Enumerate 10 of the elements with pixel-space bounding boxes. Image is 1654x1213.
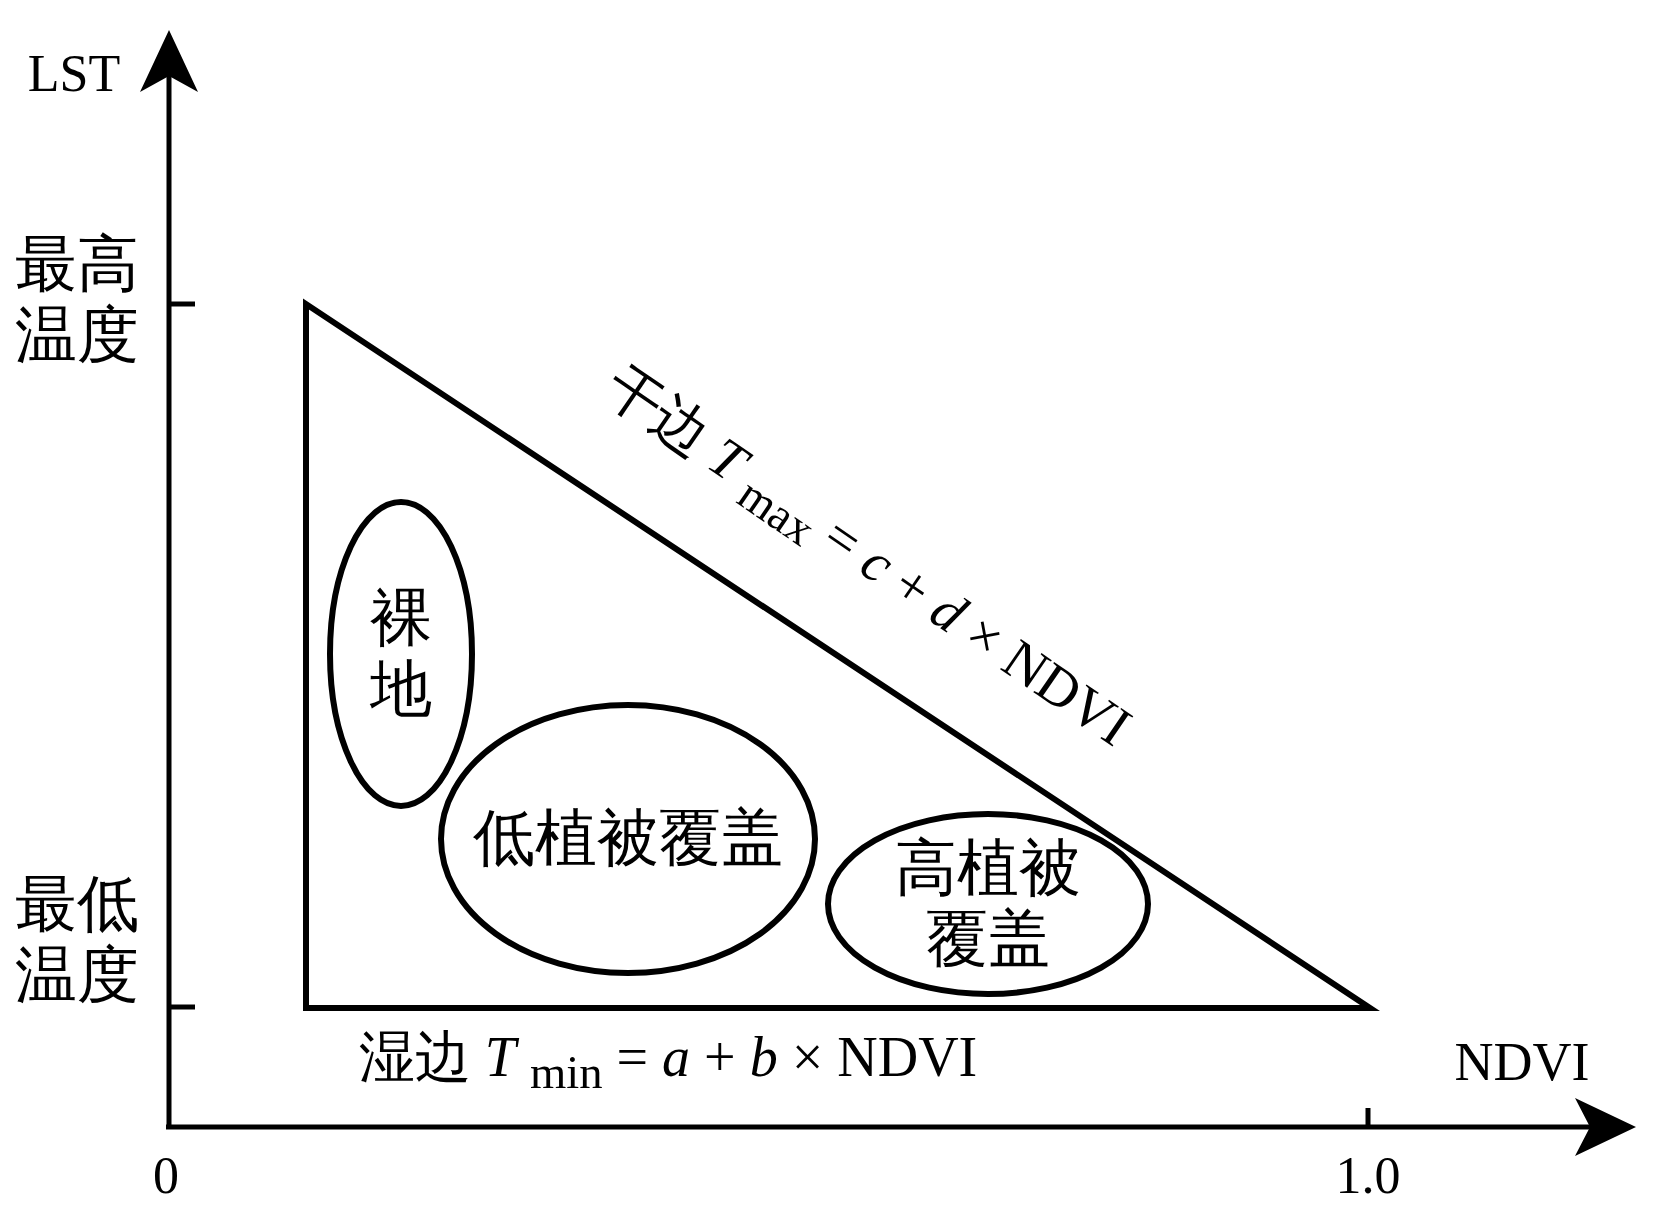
region-label: 低植被覆盖 xyxy=(472,803,784,875)
tick-label: 1.0 xyxy=(1335,1150,1401,1202)
region-label: 高植被覆盖 xyxy=(894,832,1082,975)
axis-label: 最高温度 xyxy=(15,228,141,371)
region-label: 裸地 xyxy=(369,582,433,725)
tick-label: 0 xyxy=(153,1150,179,1202)
equation-label: 湿边 T $_{min}$ = a + b × NDVI xyxy=(358,1028,978,1096)
axis-title: NDVI xyxy=(1454,1035,1590,1089)
axis-label: 最低温度 xyxy=(15,868,141,1011)
axis-title: LST xyxy=(27,48,121,100)
